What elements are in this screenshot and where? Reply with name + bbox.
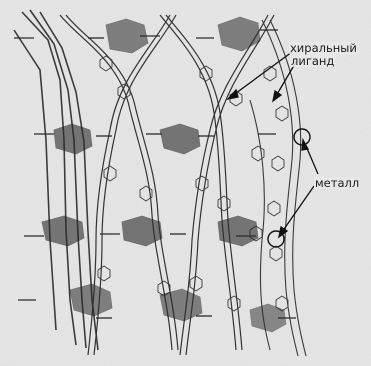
chiral-ligand-label-line2: лиганд [290,55,335,67]
chiral-ligand-label-line1: хиральный [289,42,358,54]
metal-label: металл [314,177,360,189]
